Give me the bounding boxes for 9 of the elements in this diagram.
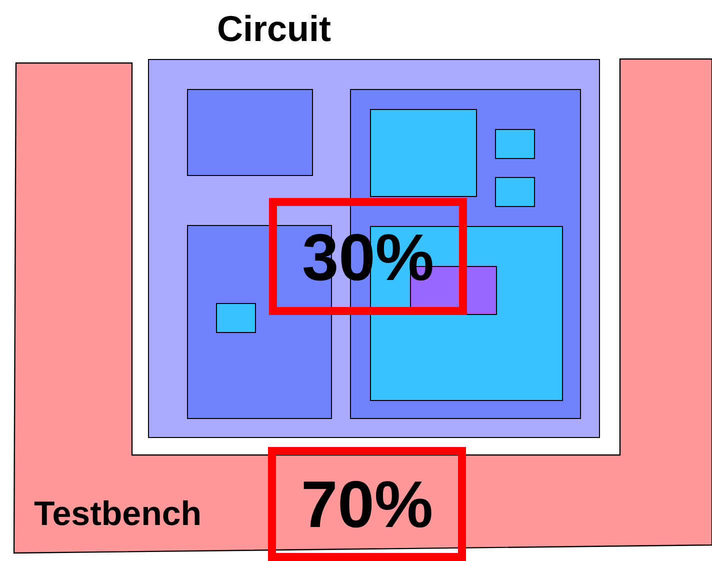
block [495, 129, 535, 159]
percentage-value: 70% [300, 471, 434, 537]
block [187, 89, 313, 176]
block [495, 177, 535, 207]
block [216, 303, 256, 333]
region-label: Testbench [34, 495, 202, 534]
percentage-frame [268, 447, 466, 561]
block [370, 109, 477, 197]
block-title: Circuit [216, 8, 332, 50]
